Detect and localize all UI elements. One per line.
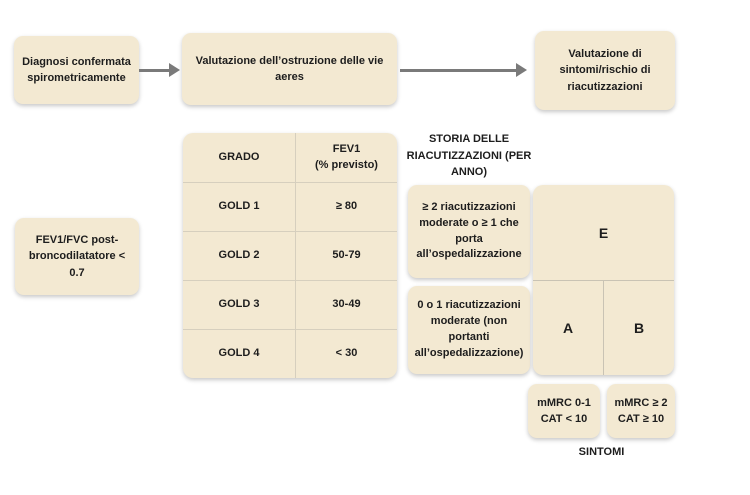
group-b-cell: B bbox=[603, 281, 674, 375]
table-row-gold2-fev1: 50-79 bbox=[295, 231, 397, 280]
gold-group-grid: E A B bbox=[533, 185, 674, 375]
symptoms-low-line2: CAT < 10 bbox=[540, 413, 588, 425]
flow-step-diagnosis: Diagnosi confermata spirometricamente bbox=[14, 36, 139, 104]
exacerbation-high-risk-box: ≥ 2 riacutizzazioni moderate o ≥ 1 che p… bbox=[408, 185, 530, 278]
symptoms-low-line1: mMRC 0-1 bbox=[537, 396, 591, 409]
arrow-shaft bbox=[400, 69, 517, 72]
table-header-grade: GRADO bbox=[218, 150, 260, 163]
table-row-gold3-fev1: 30-49 bbox=[295, 280, 397, 329]
symptoms-low-box: mMRC 0-1 CAT < 10 bbox=[528, 384, 600, 438]
table-row-gold2-grade: GOLD 2 bbox=[183, 231, 295, 280]
exacerbation-high-risk-label: ≥ 2 riacutizzazioni moderate o ≥ 1 che p… bbox=[416, 200, 522, 261]
table-header-fev1: FEV1 (% previsto) bbox=[295, 133, 397, 182]
table-row-gold1-fev1: ≥ 80 bbox=[295, 182, 397, 231]
exacerbation-low-risk-label: 0 o 1 riacutizzazioni moderate (non port… bbox=[414, 299, 524, 359]
arrow-head-icon bbox=[169, 63, 180, 77]
flow-step-symptom-risk-assessment: Valutazione di sintomi/rischio di riacut… bbox=[535, 31, 675, 110]
spirometry-criterion-box: FEV1/FVC post-broncodilatatore < 0.7 bbox=[15, 218, 139, 295]
symptoms-high-line2: CAT ≥ 10 bbox=[617, 413, 665, 425]
symptoms-axis-label: SINTOMI bbox=[578, 446, 625, 458]
table-row-gold3-grade: GOLD 3 bbox=[183, 280, 295, 329]
gold-grade-table: GRADO FEV1 (% previsto) GOLD 1 ≥ 80 GOLD… bbox=[183, 133, 397, 378]
spirometry-criterion-label: FEV1/FVC post-broncodilatatore < 0.7 bbox=[28, 233, 126, 279]
symptoms-high-line1: mMRC ≥ 2 bbox=[614, 396, 668, 409]
table-row-gold4-grade: GOLD 4 bbox=[183, 329, 295, 378]
arrow-shaft bbox=[139, 69, 170, 72]
arrow-head-icon bbox=[516, 63, 527, 77]
flow-step-symptom-risk-assessment-label: Valutazione di sintomi/rischio di riacut… bbox=[559, 47, 651, 93]
exacerbation-low-risk-box: 0 o 1 riacutizzazioni moderate (non port… bbox=[408, 286, 530, 374]
symptoms-high-box: mMRC ≥ 2 CAT ≥ 10 bbox=[607, 384, 675, 438]
flow-step-airflow-assessment: Valutazione dell’ostruzione delle vie ae… bbox=[182, 33, 397, 105]
table-row-gold4-fev1: < 30 bbox=[295, 329, 397, 378]
group-e-cell: E bbox=[533, 185, 674, 281]
table-row-gold1-grade: GOLD 1 bbox=[183, 182, 295, 231]
exacerbation-history-header: STORIA DELLE RIACUTIZZAZIONI (PER ANNO) bbox=[406, 133, 532, 178]
flow-step-airflow-assessment-label: Valutazione dell’ostruzione delle vie ae… bbox=[195, 54, 384, 84]
group-a-cell: A bbox=[562, 320, 574, 336]
group-ab-row: A B bbox=[533, 281, 674, 375]
flow-step-diagnosis-label: Diagnosi confermata spirometricamente bbox=[22, 55, 131, 85]
